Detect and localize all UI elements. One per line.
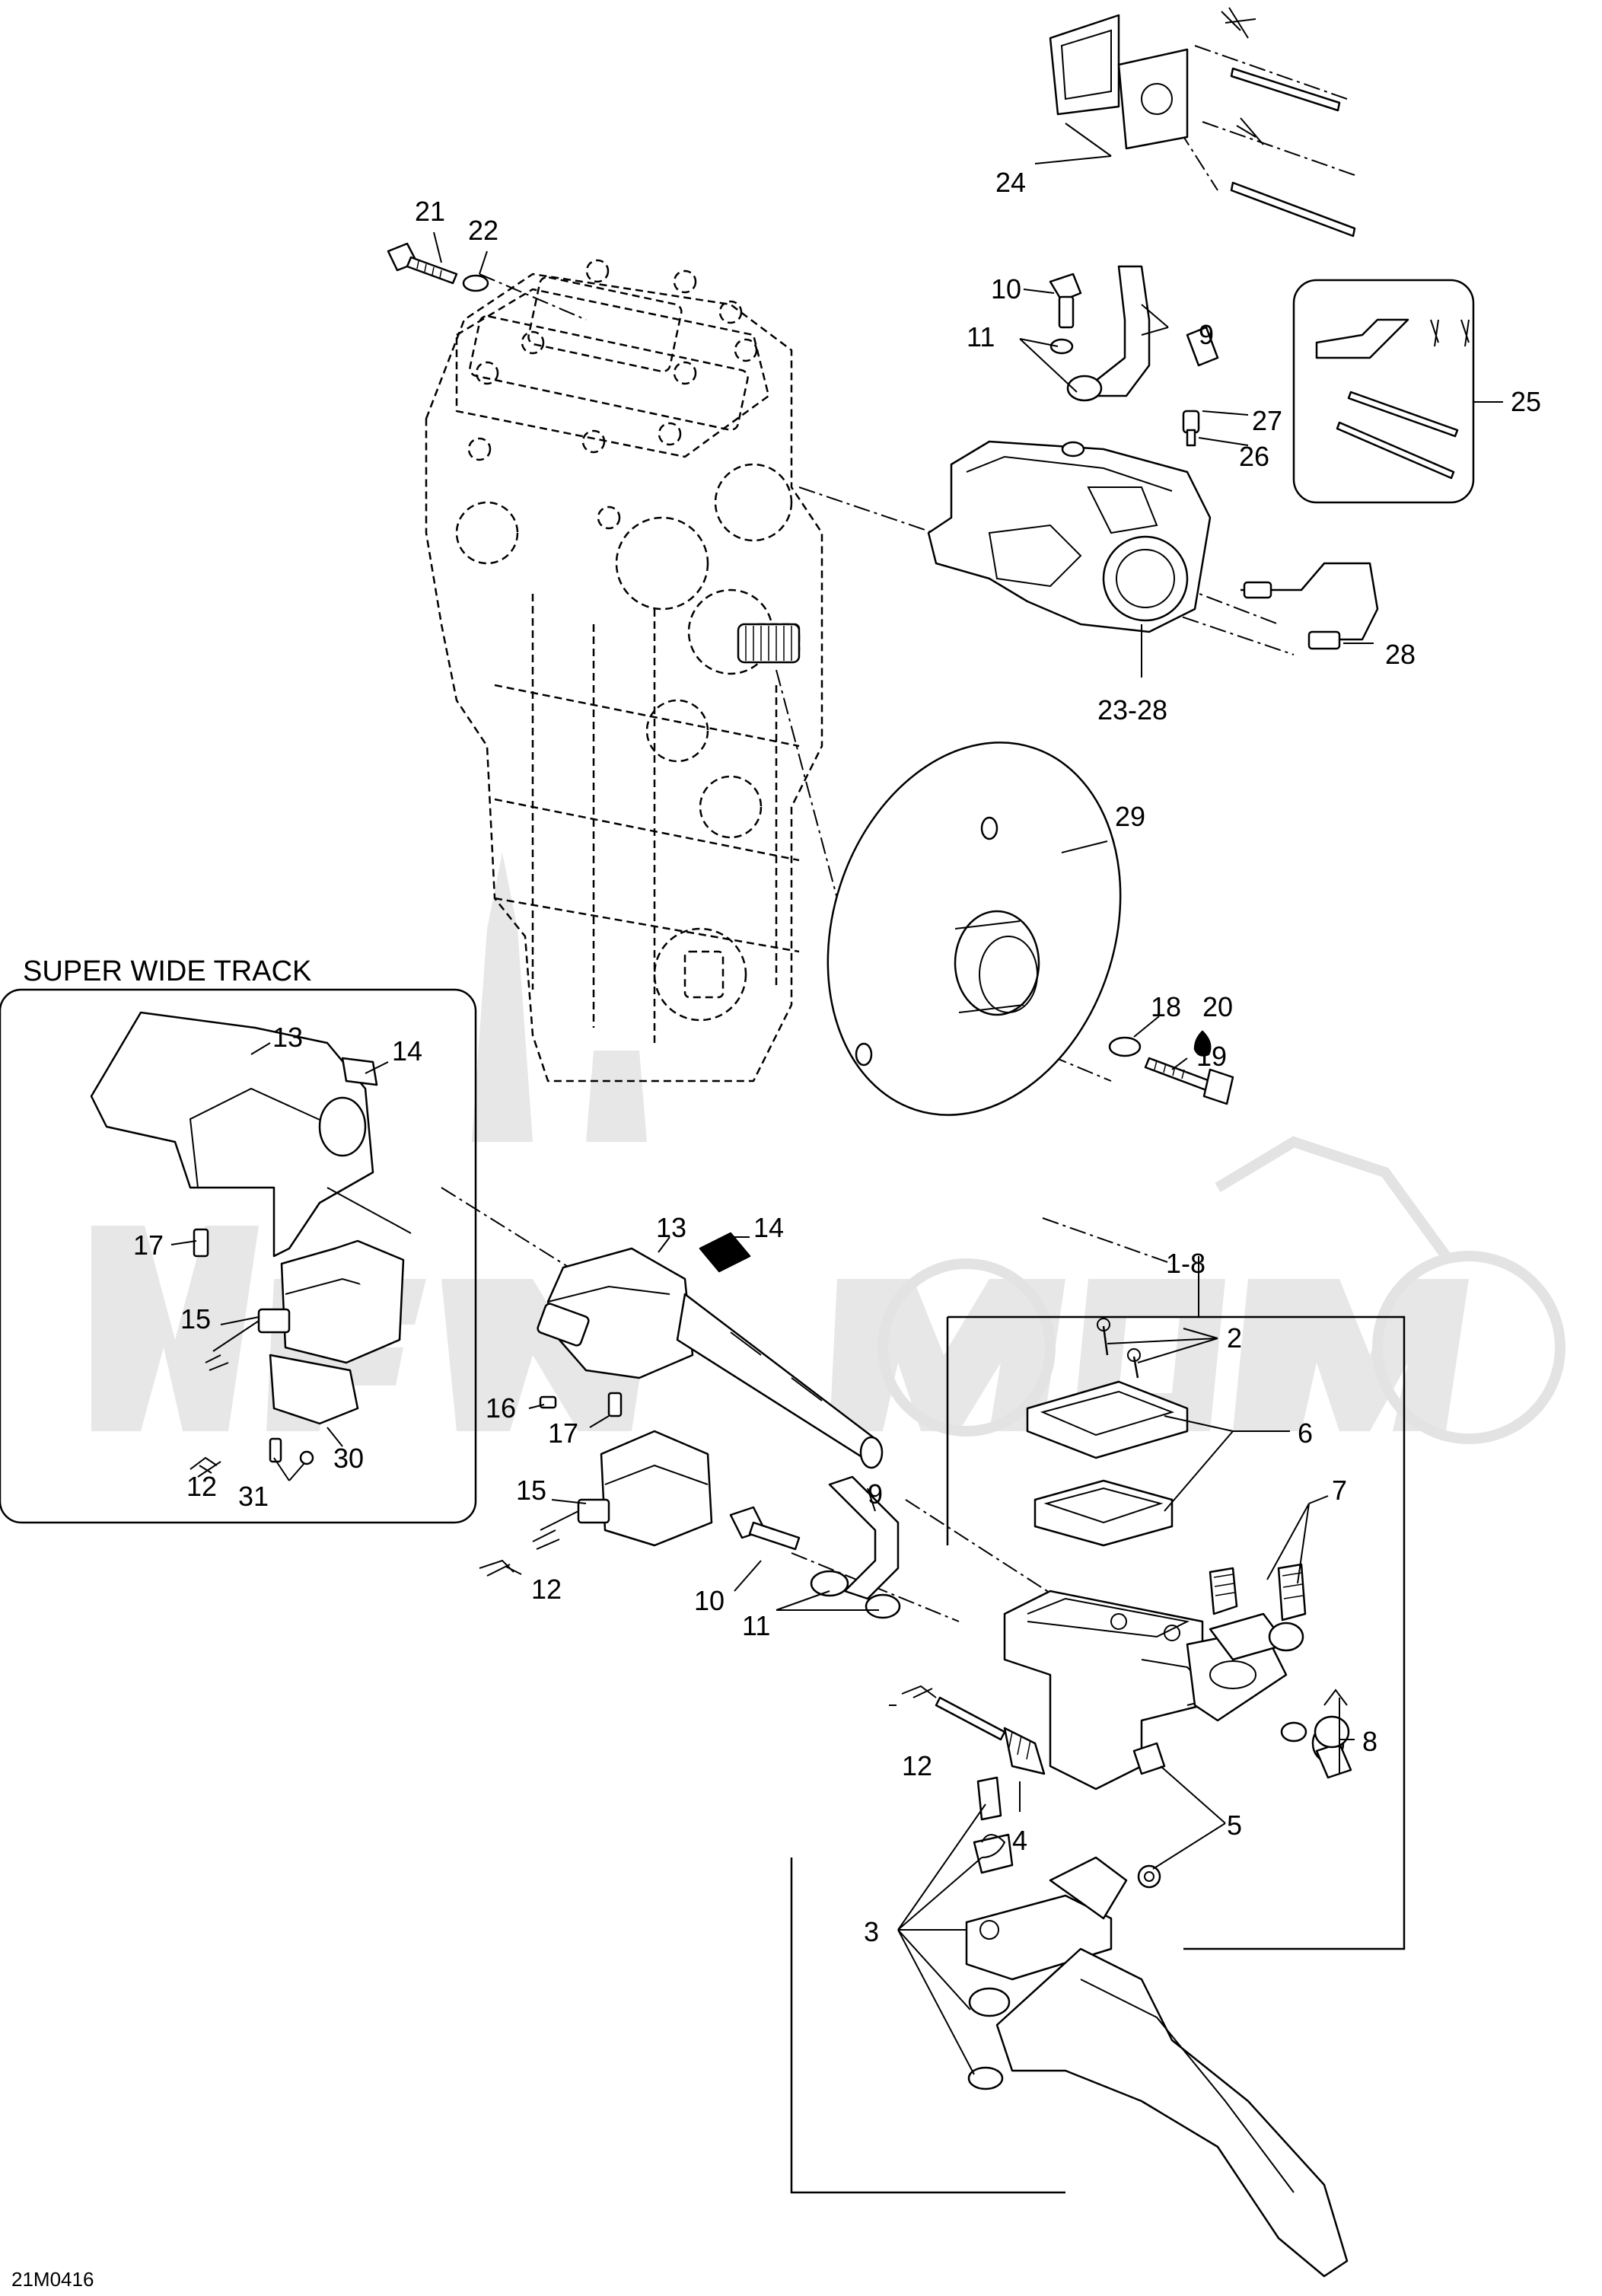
brake-line — [1241, 562, 1379, 650]
callout-18: 18 — [1151, 991, 1181, 1022]
brake-light-switch-assembly — [479, 1232, 884, 1577]
callout-29: 29 — [1115, 801, 1145, 832]
lever-frame — [790, 1858, 1065, 2194]
inset-heading: SUPER WIDE TRACK — [23, 955, 311, 987]
super-wide-track-inset-frame — [0, 988, 477, 1524]
disc-fasteners — [1108, 1030, 1234, 1105]
callout-25: 25 — [1511, 386, 1541, 417]
push-rod — [901, 1685, 1046, 1775]
callout-14-mid: 14 — [753, 1212, 784, 1243]
frames — [0, 279, 1475, 2194]
gearbox-housing — [425, 259, 823, 1083]
brake-disc — [826, 741, 1122, 1116]
callout-9-top: 9 — [1199, 319, 1214, 350]
callout-11-top: 11 — [967, 321, 995, 352]
callout-10-top: 10 — [991, 273, 1021, 305]
master-cylinder-hose-fittings — [729, 1475, 901, 1619]
brake-caliper — [927, 440, 1212, 633]
callout-11-bottom: 11 — [742, 1610, 770, 1641]
callout-26: 26 — [1239, 441, 1269, 472]
callout-15-mid: 15 — [516, 1475, 546, 1506]
spare-parts-kit — [1315, 318, 1470, 480]
super-wide-track-assembly — [90, 1011, 412, 1478]
callout-17-mid: 17 — [548, 1417, 578, 1449]
master-cylinder — [1003, 1318, 1352, 1791]
callout-12-mid: 12 — [531, 1574, 562, 1605]
callout-17-inset: 17 — [133, 1229, 164, 1261]
output-shaft — [737, 623, 801, 664]
callout-3: 3 — [864, 1916, 879, 1947]
callout-1-8: 1-8 — [1166, 1248, 1205, 1279]
brake-lever — [965, 1776, 1349, 2278]
parts-kit-frame — [1292, 279, 1475, 504]
callout-23-28: 23-28 — [1097, 694, 1167, 725]
callout-12-lower: 12 — [902, 1750, 932, 1781]
leader-lines — [170, 123, 1503, 2075]
callout-27: 27 — [1252, 405, 1282, 436]
callout-13-inset: 13 — [272, 1022, 303, 1053]
callout-21: 21 — [415, 196, 445, 227]
master-cylinder-kit-frame — [948, 1315, 1406, 1950]
callout-2: 2 — [1227, 1322, 1242, 1354]
callout-16: 16 — [486, 1392, 516, 1424]
callout-22: 22 — [468, 215, 498, 246]
callout-6: 6 — [1298, 1417, 1313, 1449]
callout-labels: 24 10 9 11 27 26 25 28 23-28 29 18 20 19… — [11, 167, 1541, 2291]
caliper-bolt — [387, 242, 489, 292]
callout-24: 24 — [995, 167, 1026, 198]
pivot-nuts — [1132, 1742, 1166, 1889]
callout-14-inset: 14 — [392, 1035, 422, 1067]
figure-id: 21M0416 — [11, 2268, 94, 2291]
callout-9-bottom: 9 — [868, 1478, 883, 1510]
callout-19: 19 — [1196, 1041, 1227, 1072]
callout-10-bottom: 10 — [694, 1585, 725, 1616]
callout-4: 4 — [1012, 1825, 1027, 1856]
callout-13-mid: 13 — [656, 1212, 686, 1243]
callout-28: 28 — [1385, 639, 1416, 670]
callout-12-inset: 12 — [186, 1471, 217, 1502]
callout-7: 7 — [1332, 1475, 1347, 1506]
callout-8: 8 — [1362, 1726, 1377, 1757]
brake-pads — [1049, 7, 1356, 238]
callout-31: 31 — [238, 1481, 269, 1512]
callout-30: 30 — [333, 1443, 364, 1474]
callout-20: 20 — [1202, 991, 1233, 1022]
callout-15-inset: 15 — [180, 1303, 211, 1335]
top-hydraulic-fittings — [1049, 265, 1219, 458]
callout-5: 5 — [1227, 1810, 1242, 1841]
